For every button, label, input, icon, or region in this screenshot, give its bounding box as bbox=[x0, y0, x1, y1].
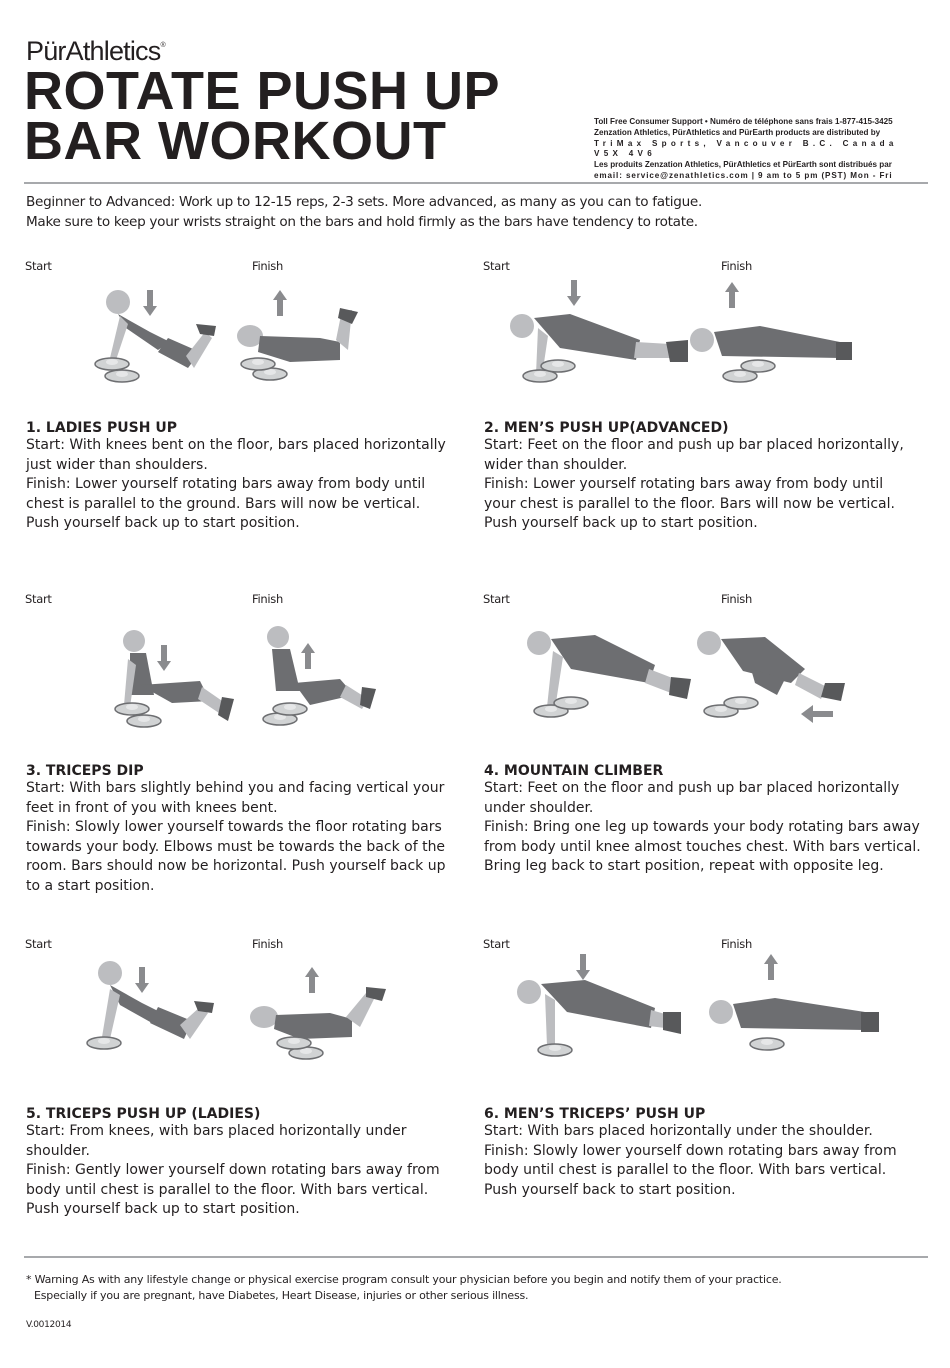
ex2-title: 2. MEN’S PUSH UP(ADVANCED) bbox=[484, 420, 729, 436]
ex6-line: Push yourself back to start position. bbox=[484, 1181, 736, 1198]
ex2-finish-label: Finish bbox=[721, 259, 752, 273]
ex2-card: 2. MEN’S PUSH UP(ADVANCED) Start: Feet o… bbox=[484, 420, 934, 534]
title-line-2: BAR WORKOUT bbox=[24, 111, 447, 171]
ex3-line: feet in front of you with knees bent. bbox=[26, 799, 278, 816]
ex3-line: Finish: Slowly lower yourself towards th… bbox=[26, 819, 442, 836]
ex4-line: Finish: Bring one leg up towards your bo… bbox=[484, 819, 920, 836]
ex4-card: 4. MOUNTAIN CLIMBER Start: Feet on the f… bbox=[484, 763, 934, 877]
warning-text: * Warning As with any lifestyle change o… bbox=[26, 1272, 782, 1304]
ex5-start-label: Start bbox=[25, 937, 52, 951]
ex2-line: your chest is parallel to the floor. Bar… bbox=[484, 495, 895, 512]
ex3-line: Start: With bars slightly behind you and… bbox=[26, 780, 445, 796]
ex4-line: Bring leg back to start position, repeat… bbox=[484, 858, 884, 875]
contact-info: Toll Free Consumer Support • Numéro de t… bbox=[594, 117, 928, 182]
title-line-1: ROTATE PUSH UP bbox=[24, 61, 501, 121]
ex1-finish-label: Finish bbox=[252, 259, 283, 273]
ex4-instructions: Start: Feet on the floor and push up bar… bbox=[484, 779, 934, 877]
ex6-title: 6. MEN’S TRICEPS’ PUSH UP bbox=[484, 1106, 706, 1122]
registered-mark: ® bbox=[160, 42, 165, 49]
distributor-line: Zenzation Athletics, PürAthletics and Pü… bbox=[594, 127, 881, 137]
ex3-card: 3. TRICEPS DIP Start: With bars slightly… bbox=[26, 763, 476, 897]
ex4-start-label: Start bbox=[483, 592, 510, 606]
ex6-mens-triceps-pushup-illustration bbox=[517, 954, 879, 1057]
ex1-ladies-pushup-illustration bbox=[94, 290, 358, 383]
ex2-line: Finish: Lower yourself rotating bars awa… bbox=[484, 476, 884, 493]
ex5-title: 5. TRICEPS PUSH UP (LADIES) bbox=[26, 1106, 261, 1122]
arrow-down-icon bbox=[576, 954, 590, 980]
ex3-line: to a start position. bbox=[26, 877, 155, 894]
arrow-down-icon bbox=[135, 967, 149, 993]
distributor-line-fr: Les produits Zenzation Athletics, PürAth… bbox=[594, 160, 892, 170]
ex3-line: room. Bars should now be horizontal. Pus… bbox=[26, 858, 446, 875]
brand-logo: PürAthletics® bbox=[26, 36, 166, 67]
arrow-up-icon bbox=[725, 282, 739, 308]
ex2-line: wider than shoulder. bbox=[484, 456, 628, 473]
intro-line-2: Make sure to keep your wrists straight o… bbox=[26, 213, 698, 230]
ex1-card: 1. LADIES PUSH UP Start: With knees bent… bbox=[26, 420, 476, 534]
intro-line-1: Beginner to Advanced: Work up to 12-15 r… bbox=[26, 194, 702, 210]
ex3-start-label: Start bbox=[25, 592, 52, 606]
ex3-finish-label: Finish bbox=[252, 592, 283, 606]
arrow-up-icon bbox=[305, 967, 319, 993]
ex6-instructions: Start: With bars placed horizontally und… bbox=[484, 1122, 934, 1200]
warning-line-1: * Warning As with any lifestyle change o… bbox=[26, 1273, 782, 1286]
arrow-down-icon bbox=[157, 645, 171, 671]
support-phone: Toll Free Consumer Support • Numéro de t… bbox=[594, 117, 893, 126]
ex1-line: Start: With knees bent on the floor, bar… bbox=[26, 437, 446, 453]
ex5-line: Push yourself back up to start position. bbox=[26, 1201, 300, 1218]
ex4-line: Start: Feet on the floor and push up bar… bbox=[484, 780, 900, 796]
arrow-down-icon bbox=[143, 290, 157, 316]
ex2-instructions: Start: Feet on the floor and push up bar… bbox=[484, 436, 934, 534]
ex1-start-label: Start bbox=[25, 259, 52, 273]
brand-name: PürAthletics bbox=[26, 36, 161, 66]
version-number: V.0012014 bbox=[26, 1320, 72, 1330]
ex5-card: 5. TRICEPS PUSH UP (LADIES) Start: From … bbox=[26, 1106, 476, 1220]
ex6-line: body until chest is parallel to the floo… bbox=[484, 1162, 887, 1179]
ex3-triceps-dip-illustration bbox=[114, 626, 376, 728]
ex1-line: Push yourself back up to start position. bbox=[26, 515, 300, 532]
ex4-line: from body until knee almost touches ches… bbox=[484, 838, 921, 855]
ex6-start-label: Start bbox=[483, 937, 510, 951]
ex4-mountain-climber-illustration bbox=[527, 631, 845, 723]
ex2-line: Push yourself back up to start position. bbox=[484, 515, 758, 532]
header-divider bbox=[24, 182, 928, 184]
ex6-card: 6. MEN’S TRICEPS’ PUSH UP Start: With ba… bbox=[484, 1106, 934, 1200]
ex5-line: Finish: Gently lower yourself down rotat… bbox=[26, 1162, 440, 1179]
warning-line-2: Especially if you are pregnant, have Dia… bbox=[34, 1289, 529, 1302]
ex5-line: body until chest is parallel to the floo… bbox=[26, 1181, 429, 1198]
ex6-line: Finish: Slowly lower yourself down rotat… bbox=[484, 1142, 897, 1159]
ex6-finish-label: Finish bbox=[721, 937, 752, 951]
ex1-line: Finish: Lower yourself rotating bars awa… bbox=[26, 476, 426, 493]
arrow-up-icon bbox=[273, 290, 287, 316]
ex6-line: Start: With bars placed horizontally und… bbox=[484, 1123, 873, 1139]
email-hours: email: service@zenathletics.com | 9 am t… bbox=[594, 170, 893, 180]
footer-divider bbox=[24, 1256, 928, 1258]
ex3-instructions: Start: With bars slightly behind you and… bbox=[26, 779, 476, 897]
arrow-down-icon bbox=[567, 280, 581, 306]
ex1-instructions: Start: With knees bent on the floor, bar… bbox=[26, 436, 476, 534]
ex3-line: towards your body. Elbows must be toward… bbox=[26, 838, 446, 855]
ex4-finish-label: Finish bbox=[721, 592, 752, 606]
ex4-title: 4. MOUNTAIN CLIMBER bbox=[484, 763, 664, 779]
arrow-up-icon bbox=[764, 954, 778, 980]
ex2-mens-pushup-illustration bbox=[510, 280, 852, 383]
ex5-line: Start: From knees, with bars placed hori… bbox=[26, 1123, 407, 1139]
ex1-line: chest is parallel to the ground. Bars wi… bbox=[26, 495, 421, 512]
arrow-up-icon bbox=[301, 643, 315, 669]
intro-text: Beginner to Advanced: Work up to 12-15 r… bbox=[26, 193, 702, 232]
ex4-line: under shoulder. bbox=[484, 799, 594, 816]
page-title: ROTATE PUSH UP BAR WORKOUT bbox=[24, 61, 501, 171]
ex3-title: 3. TRICEPS DIP bbox=[26, 763, 144, 779]
ex5-line: shoulder. bbox=[26, 1142, 90, 1159]
ex1-title: 1. LADIES PUSH UP bbox=[26, 420, 177, 436]
ex5-finish-label: Finish bbox=[252, 937, 283, 951]
arrow-left-icon bbox=[811, 711, 833, 717]
ex1-line: just wider than shoulders. bbox=[26, 456, 208, 473]
distributor-address: TriMax Sports, Vancouver B.C. Canada V5X… bbox=[594, 138, 898, 159]
ex5-triceps-pushup-ladies-illustration bbox=[86, 961, 386, 1060]
ex2-start-label: Start bbox=[483, 259, 510, 273]
ex2-line: Start: Feet on the floor and push up bar… bbox=[484, 437, 904, 453]
ex5-instructions: Start: From knees, with bars placed hori… bbox=[26, 1122, 476, 1220]
